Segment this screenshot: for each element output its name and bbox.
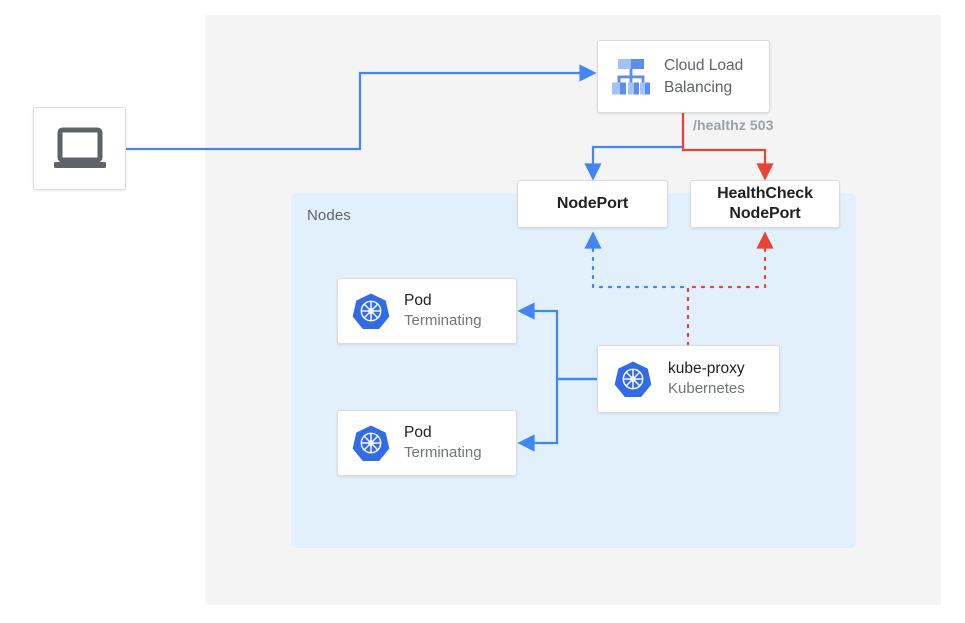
kubernetes-icon: [352, 293, 390, 330]
pod-node-1[interactable]: Pod Terminating: [337, 278, 517, 344]
pod-text-2: Pod Terminating: [404, 423, 482, 463]
cloud-load-balancing-icon: [612, 58, 650, 94]
healthcheck-nodeport-label: HealthCheck NodePort: [717, 184, 813, 222]
nodeport-node[interactable]: NodePort: [517, 180, 668, 228]
nodes-region-label: Nodes: [307, 207, 351, 224]
kubernetes-icon: [352, 425, 390, 462]
pod-title-2: Pod: [404, 424, 432, 442]
edge-kubeproxy-to-nodeport: [584, 231, 690, 347]
kube-proxy-title: kube-proxy: [668, 360, 745, 378]
edge-load-balancer-to-healthcheck-nodeport: [681, 113, 774, 181]
pod-title-1: Pod: [404, 292, 432, 310]
edge-load-balancer-to-nodeport: [584, 113, 685, 181]
kube-proxy-text: kube-proxy Kubernetes: [668, 359, 745, 399]
pod-subtitle-2: Terminating: [404, 444, 482, 462]
nodeport-label: NodePort: [556, 194, 629, 212]
healthz-503-label: /healthz 503: [693, 117, 774, 133]
cloud-load-balancing-label: Cloud Load Balancing: [664, 57, 744, 96]
healthcheck-nodeport-node[interactable]: HealthCheck NodePort: [690, 180, 840, 228]
pod-node-2[interactable]: Pod Terminating: [337, 410, 517, 476]
client-laptop-node[interactable]: [33, 107, 126, 190]
laptop-icon: [53, 127, 106, 168]
cloud-load-balancing-node[interactable]: Cloud Load Balancing: [597, 40, 770, 113]
edge-kubeproxy-to-healthcheck-nodeport: [686, 231, 774, 347]
pod-subtitle-1: Terminating: [404, 312, 482, 330]
edge-client-to-load-balancer: [126, 64, 597, 151]
kube-proxy-node[interactable]: kube-proxy Kubernetes: [597, 345, 780, 413]
edge-kubeproxy-to-pods: [517, 302, 597, 452]
kube-proxy-subtitle: Kubernetes: [668, 380, 745, 398]
kubernetes-icon: [614, 361, 652, 398]
pod-text-1: Pod Terminating: [404, 291, 482, 331]
